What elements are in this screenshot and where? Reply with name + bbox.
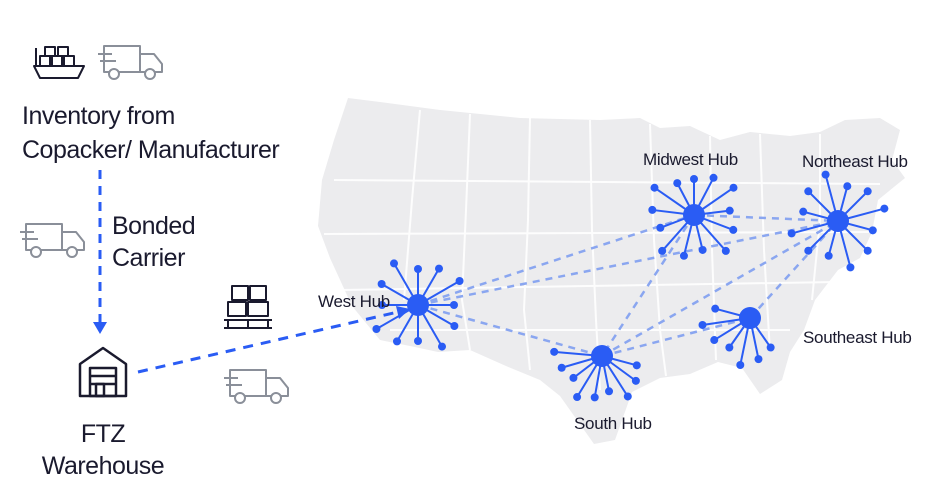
northeast-hub-destination-dot <box>821 170 830 179</box>
midwest-hub-label: Midwest Hub <box>643 150 738 169</box>
south-hub-label: South Hub <box>574 414 652 433</box>
pallet-boxes-icon <box>224 285 272 329</box>
southeast-hub-label: Southeast Hub <box>803 328 912 347</box>
west-hub-destination-dot <box>450 322 459 330</box>
source-label-line2: Copacker/ Manufacturer <box>22 136 280 164</box>
arrowhead-right-icon <box>396 306 410 319</box>
hub-routes <box>417 213 839 358</box>
northeast-hub-destination-dot <box>868 226 877 235</box>
west-hub-destination-dot <box>393 337 401 346</box>
west-hub-destination-dot <box>372 325 381 333</box>
southeast-hub-destination-dot <box>698 320 707 329</box>
midwest-hub-destination-dot <box>690 175 698 183</box>
northeast-hub-destination-dot <box>787 229 796 238</box>
midwest-hub-destination-dot <box>648 205 657 214</box>
south-hub-destination-dot <box>632 361 641 370</box>
warehouse-label-line1: FTZ <box>80 420 126 448</box>
northeast-hub-destination-dot <box>804 187 813 196</box>
midwest-hub-destination-dot <box>721 246 730 255</box>
south-hub-node[interactable] <box>591 345 613 367</box>
delivery-truck-icon <box>98 45 163 80</box>
south-hub-destination-dot <box>557 363 566 372</box>
source-label-line1: Inventory from <box>22 102 175 130</box>
flow-source-to-warehouse <box>93 170 107 334</box>
west-hub-destination-dot <box>377 280 386 288</box>
midwest-hub-destination-dot <box>729 183 738 192</box>
northeast-hub-destination-dot <box>804 246 813 255</box>
midwest-hub-destination-dot <box>658 246 667 255</box>
southeast-hub-destination-dot <box>754 355 763 364</box>
west-hub-destination-dot <box>435 264 443 273</box>
west-hub-destination-dot <box>455 277 464 285</box>
southeast-hub-destination-dot <box>710 336 719 345</box>
midwest-hub-destination-dot <box>709 173 718 182</box>
west-hub-destination-dot <box>438 342 446 351</box>
south-hub-destination-dot <box>569 373 578 382</box>
west-hub-label: West Hub <box>318 292 390 311</box>
northeast-hub-destination-dot <box>863 246 872 255</box>
southeast-hub-destination-dot <box>736 361 745 370</box>
route-midwest-south <box>600 214 696 357</box>
south-hub-destination-dot <box>550 347 559 356</box>
west-hub-destination-dot <box>390 259 398 268</box>
south-hub-destination-dot <box>631 376 640 385</box>
southeast-hub-destination-dot <box>766 343 775 352</box>
hub-nodes <box>407 204 849 367</box>
midwest-hub-destination-dot <box>650 183 659 192</box>
midwest-hub-destination-dot <box>673 179 682 188</box>
south-hub-destination-dot <box>623 392 632 401</box>
arrowhead-down-icon <box>93 322 107 334</box>
carrier-label-line2: Carrier <box>112 244 185 272</box>
southeast-hub-destination-dot <box>725 343 734 352</box>
south-hub-destination-dot <box>573 393 582 402</box>
northeast-hub-destination-dot <box>843 182 852 191</box>
northeast-hub-label: Northeast Hub <box>802 152 908 171</box>
route-southeast-northeast <box>749 220 839 319</box>
west-hub-destination-dot <box>378 301 386 309</box>
midwest-hub-destination-dot <box>725 206 734 215</box>
west-hub-node[interactable] <box>407 294 429 316</box>
northeast-hub-destination-dot <box>824 251 833 260</box>
route-west-south <box>417 303 603 358</box>
southeast-hub-destination-dot <box>711 304 720 313</box>
midwest-hub-destination-dot <box>729 225 738 234</box>
warehouse-label-line2: Warehouse <box>41 452 165 480</box>
midwest-hub-node[interactable] <box>683 204 705 226</box>
midwest-hub-destination-dot <box>698 245 707 254</box>
cargo-ship-icon <box>33 46 85 79</box>
south-hub-destination-dot <box>590 393 599 402</box>
route-west-northeast <box>417 219 839 307</box>
northeast-hub-destination-dot <box>863 187 872 196</box>
route-south-northeast <box>601 219 839 358</box>
northeast-hub-destination-dot <box>846 263 855 272</box>
southeast-hub-node[interactable] <box>739 307 761 329</box>
midwest-hub-destination-dot <box>679 251 688 260</box>
flow-warehouse-to-west-hub <box>137 306 410 374</box>
west-hub-destination-dot <box>414 265 422 273</box>
route-west-midwest <box>417 213 695 307</box>
warehouse-icon <box>78 346 128 398</box>
south-hub-destination-dot <box>605 387 614 396</box>
northeast-hub-node[interactable] <box>827 210 849 232</box>
northeast-hub-destination-dot <box>799 207 808 216</box>
midwest-hub-destination-dot <box>656 223 665 232</box>
west-hub-destination-dot <box>450 301 458 309</box>
carrier-label-line1: Bonded <box>112 212 196 240</box>
west-hub-destination-dot <box>414 337 422 345</box>
delivery-truck-icon <box>20 223 85 258</box>
northeast-hub-destination-dot <box>880 204 889 213</box>
route-midwest-northeast <box>693 213 839 223</box>
delivery-truck-icon <box>224 369 289 404</box>
